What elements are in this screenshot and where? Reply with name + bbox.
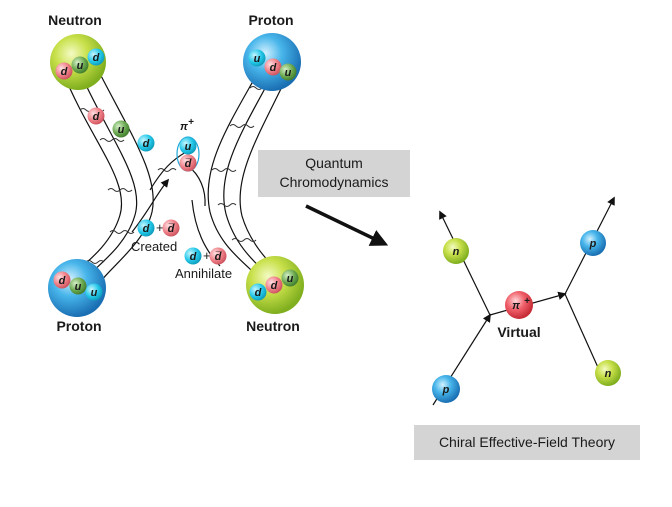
virtual-label: Virtual [497,324,540,340]
svg-text:d: d [93,52,100,64]
svg-text:n: n [605,368,612,380]
svg-text:d: d [143,223,150,235]
svg-text:p: p [442,384,450,396]
eft-virtual-pion: π + Virtual [497,291,541,340]
proton-top-right-label: Proton [248,12,293,28]
proton-bottom-left-label: Proton [56,318,101,334]
svg-text:d: d [61,66,68,78]
quark-world-lines [60,61,291,289]
svg-text:d: d [255,287,262,299]
svg-text:n: n [453,246,460,258]
qcd-diagram: d u d Neutron u d u Proton d u u [48,12,304,334]
svg-text:d̅: d̅ [185,158,193,170]
svg-text:d: d [271,280,278,292]
created-label: Created [131,239,177,254]
svg-text:π: π [512,300,520,312]
transition-arrow [305,204,389,246]
svg-text:d̅: d̅ [215,251,223,263]
svg-text:u: u [185,141,192,153]
svg-text:+: + [524,296,530,307]
svg-text:Quantum: Quantum [305,155,363,171]
neutron-bottom-right: d d u [246,256,304,314]
svg-text:d: d [190,251,197,263]
eft-neutron-bottom: n [595,360,621,386]
svg-text:+: + [156,220,164,235]
neutron-top-left: d u d [50,34,106,90]
traveling-quarks: d u d [87,107,155,152]
svg-text:d: d [143,138,150,150]
eft-label-box: Chiral Effective-Field Theory [414,425,640,460]
svg-text:u: u [285,67,292,79]
svg-text:u: u [287,273,294,285]
svg-text:u: u [254,53,261,65]
eft-neutron-top: n [443,238,469,264]
svg-text:d: d [93,111,100,123]
svg-text:u: u [91,287,98,299]
neutron-top-left-label: Neutron [48,12,102,28]
neutron-bottom-right-label: Neutron [246,318,300,334]
svg-text:+: + [203,248,211,263]
svg-text:Chiral Effective-Field Theory: Chiral Effective-Field Theory [439,434,615,450]
svg-text:d: d [59,275,66,287]
pion-qcd: π + u d̅ [176,117,200,172]
svg-text:u: u [118,124,125,136]
eft-diagram: n p π + Virtual p n [432,196,621,406]
proton-top-right: u d u [243,33,301,91]
svg-text:d: d [270,62,277,74]
annihilate-label: Annihilate [175,266,232,281]
eft-proton-bottom: p [432,375,460,403]
annihilate-pair: d + d̅ Annihilate [175,247,232,281]
eft-proton-top: p [580,230,606,256]
svg-text:π: π [180,121,188,133]
created-pair: d + d̅ Created [131,219,180,254]
svg-text:u: u [75,281,82,293]
qcd-label-box: Quantum Chromodynamics [258,150,410,197]
svg-text:p: p [589,238,597,250]
svg-text:+: + [188,117,194,128]
proton-bottom-left: d u u [48,259,106,317]
svg-text:u: u [77,60,84,72]
svg-text:d̅: d̅ [168,223,176,235]
svg-text:Chromodynamics: Chromodynamics [280,174,389,190]
